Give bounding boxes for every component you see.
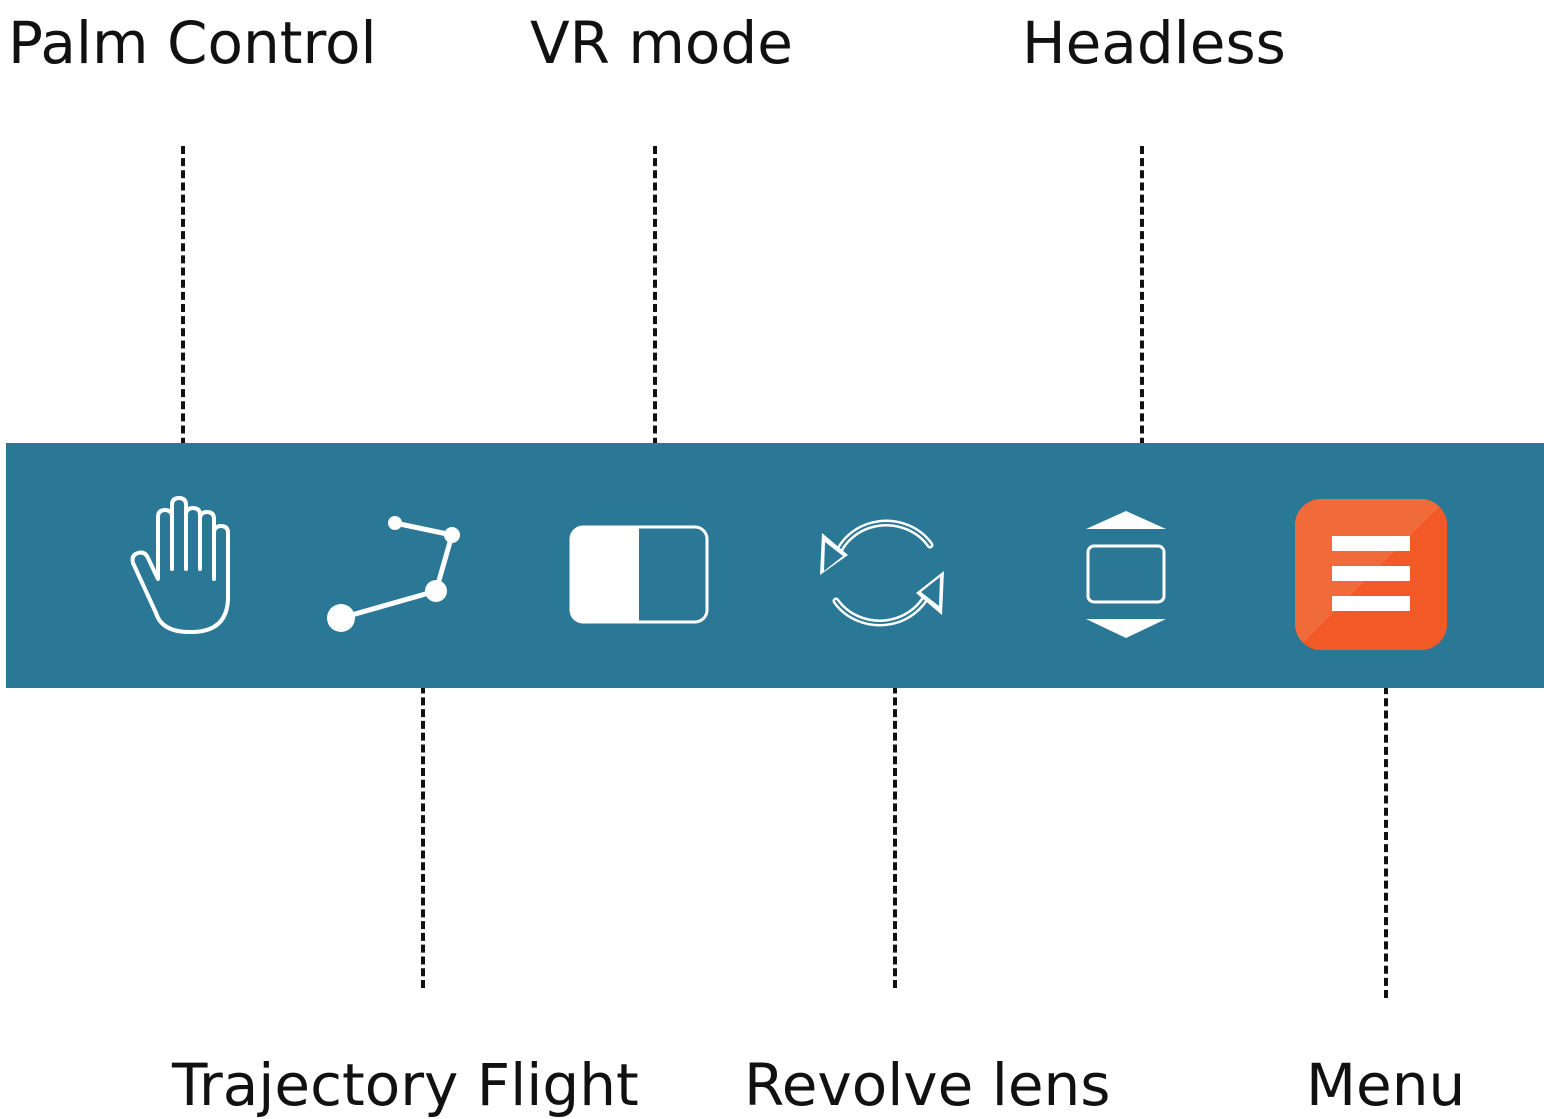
label-menu: Menu (1306, 1051, 1466, 1119)
leader-line-headless (1140, 146, 1144, 470)
label-revolve-lens: Revolve lens (744, 1051, 1111, 1119)
label-vr-mode: VR mode (530, 9, 793, 77)
leader-line-vr-mode (653, 146, 657, 470)
leader-line-menu (1384, 674, 1388, 998)
leader-line-palm-control (181, 146, 185, 470)
label-headless: Headless (1022, 9, 1286, 77)
menu-icon[interactable] (1294, 498, 1448, 651)
toolbar (6, 443, 1544, 688)
label-palm-control: Palm Control (8, 9, 377, 77)
leader-line-trajectory-flight (421, 662, 425, 988)
leader-line-revolve-lens (893, 662, 897, 988)
label-trajectory-flight: Trajectory Flight (172, 1051, 639, 1119)
trajectory-icon[interactable] (321, 515, 471, 637)
hand-icon[interactable] (128, 495, 238, 641)
headless-icon[interactable] (1084, 509, 1168, 641)
vr-mode-icon[interactable] (569, 525, 711, 625)
rotate-camera-icon[interactable] (814, 511, 950, 635)
